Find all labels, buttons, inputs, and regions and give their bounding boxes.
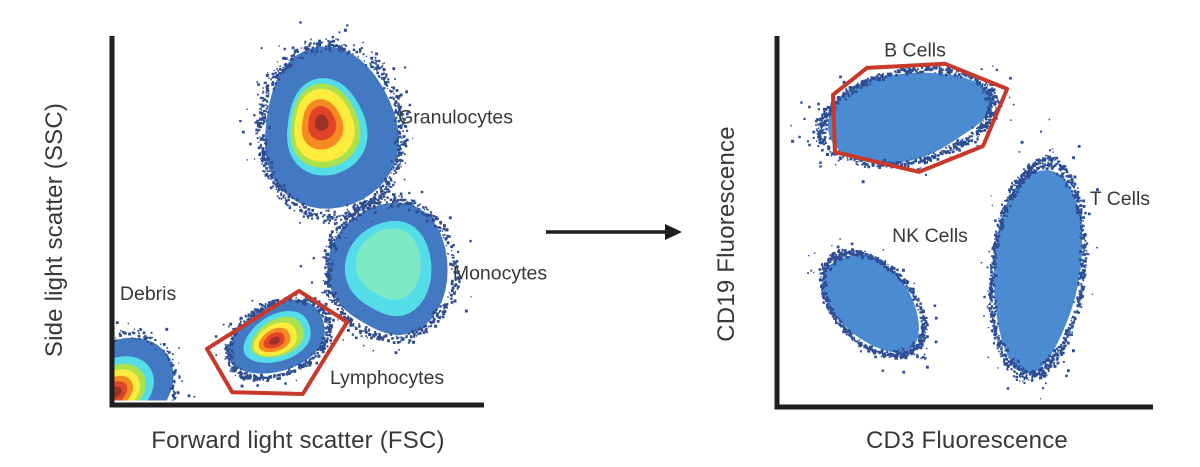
population-dots	[239, 21, 414, 244]
flow-arrow	[546, 224, 682, 240]
population-nk-cells	[807, 238, 938, 374]
population-dots	[114, 321, 196, 401]
population-dots	[980, 118, 1099, 400]
population-dots	[212, 291, 350, 388]
population-dots	[790, 64, 1015, 184]
population-label-monocytes: Monocytes	[453, 263, 548, 285]
population-label-debris: Debris	[120, 283, 177, 305]
left-x-axis-label: Forward light scatter (FSC)	[151, 427, 445, 454]
gate-b-cell-gate	[831, 61, 1010, 174]
population-debris	[114, 321, 196, 401]
population-dots	[807, 238, 938, 374]
panel-cd3-cd19: B Cells NK Cells T Cells	[774, 36, 1153, 410]
population-label-nk-cells: NK Cells	[892, 225, 968, 247]
gate-lymphocyte-gate	[204, 288, 350, 396]
population-label-lymphocytes: Lymphocytes	[330, 367, 444, 389]
population-monocytes	[299, 178, 472, 355]
population-b-cells	[790, 64, 1015, 184]
population-dots	[299, 178, 472, 355]
left-y-axis-label: Side light scatter (SSC)	[41, 102, 68, 358]
right-x-axis-label: CD3 Fluorescence	[866, 427, 1068, 454]
population-lymphocytes	[212, 291, 350, 388]
flow-arrow-head	[665, 224, 682, 240]
population-label-b-cells: B Cells	[884, 40, 946, 62]
population-granulocytes	[239, 21, 414, 244]
population-label-t-cells: T Cells	[1090, 188, 1151, 210]
population-t-cells	[980, 118, 1099, 400]
population-label-granulocytes: Granulocytes	[398, 107, 513, 129]
right-y-axis-label: CD19 Fluorescence	[713, 126, 740, 342]
